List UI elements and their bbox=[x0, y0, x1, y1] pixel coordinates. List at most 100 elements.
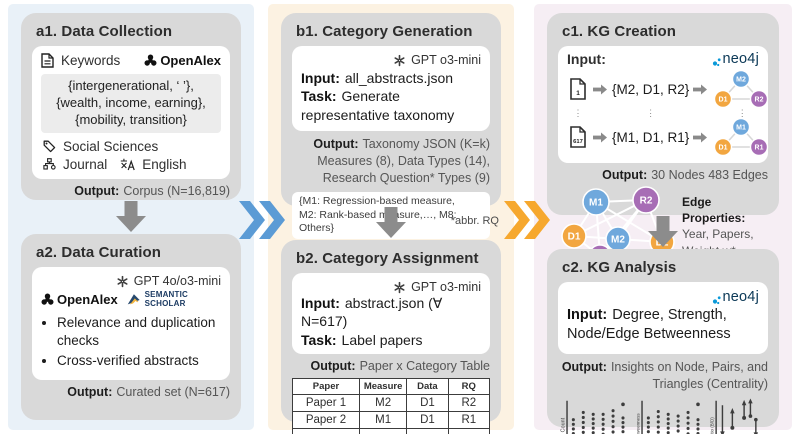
down-arrow-icon bbox=[376, 207, 406, 238]
openalex-label: OpenAlex bbox=[160, 53, 221, 68]
svg-text:617: 617 bbox=[573, 139, 583, 145]
chevron-arrows-b-to-c bbox=[504, 201, 550, 239]
knowledge-graph-illustration: M1 R2 D1 M2 D2 R1 bbox=[561, 186, 675, 264]
c1-output-label: Output: bbox=[602, 168, 648, 182]
a2-output-value: Curated set (N=617) bbox=[116, 384, 230, 399]
a1-output-value: Corpus (N=16,819) bbox=[123, 183, 230, 198]
c2-output-block: Output:Insights on Node, Pairs, and Tria… bbox=[561, 360, 768, 391]
b2-output-value: Paper x Category Table bbox=[359, 359, 490, 374]
right-arrow-icon bbox=[593, 132, 607, 142]
table-header: Measure bbox=[358, 378, 408, 396]
file-icon: 1 bbox=[570, 78, 586, 100]
c1-output-value: 30 Nodes 483 Edges bbox=[651, 168, 768, 182]
neo4j-dots-icon bbox=[712, 58, 721, 67]
language-icon bbox=[121, 158, 136, 170]
b2-card: GPT o3-mini Input:abstract.json (∀ N=617… bbox=[292, 273, 490, 355]
b2-input-line: Input:abstract.json (∀ N=617) bbox=[301, 295, 443, 330]
b2-output-label: Output: bbox=[310, 359, 356, 374]
panel-b1-category-generation: b1. Category Generation GPT o3-mini Inpu… bbox=[281, 13, 501, 239]
openalex-icon bbox=[144, 54, 157, 66]
svg-text:D1: D1 bbox=[719, 145, 728, 152]
b1-output-label: Output: bbox=[313, 137, 359, 152]
svg-text:1: 1 bbox=[576, 90, 580, 97]
panel-b2-category-assignment: b2. Category Assignment GPT o3-mini Inpu… bbox=[281, 240, 501, 434]
a2-output-line: Output:Curated set (N=617) bbox=[32, 385, 230, 399]
svg-text:Count: Count bbox=[560, 417, 566, 432]
keyword-line: {wealth, income, earning}, bbox=[56, 94, 206, 110]
c1-input-label: Input: bbox=[567, 51, 606, 67]
tag-icon bbox=[43, 140, 56, 152]
openalex-icon bbox=[41, 293, 54, 305]
svg-text:D1: D1 bbox=[719, 97, 728, 104]
arrow-a1-to-a2 bbox=[21, 200, 241, 234]
ratio-degree-chart: Ratio (B/D) Degree bbox=[710, 398, 759, 434]
document-icon bbox=[41, 53, 54, 68]
rq-abbreviation-footnote: *abbr. RQ bbox=[450, 215, 499, 227]
triple-text: {M2, D1, R2} bbox=[612, 81, 690, 97]
panel-c2-kg-analysis: c2. KG Analysis neo4j Input:Degree, Stre… bbox=[547, 249, 779, 434]
right-arrow-icon bbox=[693, 132, 708, 142]
down-arrow-icon bbox=[116, 201, 146, 232]
b2-output-line: Output:Paper x Category Table bbox=[292, 359, 490, 373]
keyword-line: {intergenerational, ‘ ’}, bbox=[68, 78, 194, 93]
keyword-sets-box: {intergenerational, ‘ ’}, {wealth, incom… bbox=[41, 74, 221, 133]
betweenness-strip-chart: Betweenness T1 T2 T3 T4 T5 T6 bbox=[636, 400, 701, 434]
c1-mapping-grid: 1 {M2, D1, R2} M2 D1 R2 ⋮ ⋮ ⋮ 61 bbox=[567, 69, 769, 157]
a1-output-line: Output:Corpus (N=16,819) bbox=[32, 184, 230, 198]
b2-task-line: Task:Label papers bbox=[301, 331, 423, 348]
vertical-ellipsis: ⋮ bbox=[646, 108, 656, 118]
table-row: ………… bbox=[292, 428, 491, 434]
panel-a1-title: a1. Data Collection bbox=[36, 23, 173, 40]
vertical-ellipsis: ⋮ bbox=[573, 108, 583, 118]
semantic-scholar-label: SEMANTIC SCHOLAR bbox=[144, 290, 189, 308]
triple-text: {M1, D1, R1} bbox=[612, 129, 690, 145]
table-header: RQ bbox=[447, 378, 491, 396]
a2-bullet-list: Relevance and duplication checks Cross-v… bbox=[57, 314, 221, 371]
arrow-c1-to-c2 bbox=[547, 215, 779, 249]
a2-output-label: Output: bbox=[67, 384, 113, 399]
column-data-stage: a1. Data Collection Keywords OpenAlex {i… bbox=[8, 4, 254, 430]
panel-a1-data-collection: a1. Data Collection Keywords OpenAlex {i… bbox=[21, 13, 241, 200]
semantic-scholar-icon bbox=[127, 293, 140, 304]
column-kg-stage: c1. KG Creation Input: neo4j 1 {M2, D1, … bbox=[534, 4, 792, 434]
table-header: Data bbox=[406, 378, 449, 396]
column-category-stage: b1. Category Generation GPT o3-mini Inpu… bbox=[268, 4, 514, 434]
svg-text:D1: D1 bbox=[568, 232, 581, 243]
neo4j-logo: neo4j bbox=[712, 289, 759, 305]
panel-c2-title: c2. KG Analysis bbox=[562, 259, 677, 276]
filter-language-label: English bbox=[142, 156, 187, 172]
svg-text:M2: M2 bbox=[736, 77, 746, 84]
down-arrow-icon bbox=[648, 216, 678, 247]
vertical-ellipsis: ⋮ bbox=[737, 108, 747, 118]
b1-card: GPT o3-mini Input:all_abstracts.json Tas… bbox=[292, 46, 490, 132]
svg-text:M1: M1 bbox=[589, 198, 603, 209]
b2-gpt-label: GPT o3-mini bbox=[411, 280, 481, 294]
panel-b1-title: b1. Category Generation bbox=[296, 23, 473, 40]
keywords-label: Keywords bbox=[61, 53, 121, 68]
mini-triangle-graph: M2 D1 R2 bbox=[714, 69, 769, 109]
openalex-label: OpenAlex bbox=[57, 291, 118, 307]
svg-text:R2: R2 bbox=[755, 97, 764, 104]
svg-text:R1: R1 bbox=[755, 145, 764, 152]
svg-text:Betweenness: Betweenness bbox=[636, 412, 641, 434]
c1-card: Input: neo4j 1 {M2, D1, R2} M2 D1 bbox=[558, 46, 769, 163]
a2-bullet: Relevance and duplication checks bbox=[57, 314, 221, 350]
a2-bullet: Cross-verified abstracts bbox=[57, 352, 221, 370]
a2-gpt-label: GPT 4o/o3-mini bbox=[133, 274, 221, 288]
panel-a2-title: a2. Data Curation bbox=[36, 244, 162, 261]
panel-c1-kg-creation: c1. KG Creation Input: neo4j 1 {M2, D1, … bbox=[547, 13, 779, 293]
keyword-line: {mobility, transition} bbox=[75, 111, 187, 127]
svg-text:R2: R2 bbox=[640, 196, 653, 207]
c1-output-line: Output:30 Nodes 483 Edges bbox=[558, 168, 768, 182]
panel-a2-data-curation: a2. Data Curation GPT 4o/o3-mini OpenAle… bbox=[21, 234, 241, 420]
b1-input-line: Input:all_abstracts.json bbox=[301, 70, 454, 86]
svg-text:M2: M2 bbox=[611, 235, 625, 246]
b1-output-block: Output:Taxonomy JSON (K=k) Measures (8),… bbox=[313, 137, 490, 186]
a1-output-label: Output: bbox=[74, 183, 120, 198]
openai-icon bbox=[117, 275, 128, 287]
right-arrow-icon bbox=[693, 84, 708, 94]
panel-c1-title: c1. KG Creation bbox=[562, 23, 677, 40]
a1-card: Keywords OpenAlex {intergenerational, ‘ … bbox=[32, 46, 230, 179]
panel-b2-title: b2. Category Assignment bbox=[296, 250, 479, 267]
